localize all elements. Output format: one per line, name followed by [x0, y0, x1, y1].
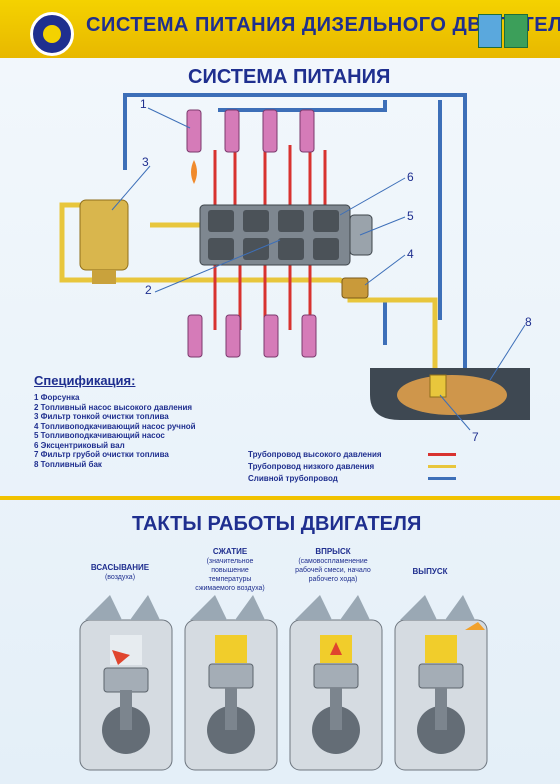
bottom-injectors	[187, 314, 317, 358]
book-cover-icon	[478, 14, 502, 48]
piston	[103, 667, 149, 693]
fuel-system-diagram: 1 2 3 4 5 6 7 8	[59, 93, 532, 444]
spec-item: 5 Топливоподкачивающий насос	[34, 431, 165, 440]
coarse-filter	[429, 374, 447, 398]
fuel-level	[397, 375, 507, 415]
top-injectors	[186, 109, 315, 153]
legend-swatch-low	[428, 464, 456, 468]
callout-8: 8	[525, 315, 532, 329]
stroke-note-intake: (воздуха)	[104, 574, 136, 581]
crankshaft	[417, 706, 465, 754]
fine-filter	[79, 199, 129, 271]
cylinder-injection	[289, 595, 383, 771]
header-bar: СИСТЕМА ПИТАНИЯ ДИЗЕЛЬНОГО ДВИГАТЕЛЯ	[0, 0, 560, 58]
callout-5: 5	[407, 209, 414, 223]
stroke-note-injection: (самовоспламенение рабочей смеси, начало…	[295, 558, 371, 583]
legend-row: Трубопровод низкого давления	[248, 460, 456, 472]
system-title: СИСТЕМА ПИТАНИЯ	[188, 66, 391, 88]
page-title: СИСТЕМА ПИТАНИЯ ДИЗЕЛЬНОГО ДВИГАТЕЛЯ	[86, 14, 560, 36]
crankshaft	[312, 706, 360, 754]
callout-2: 2	[145, 283, 152, 297]
feed-pump	[341, 277, 369, 299]
injector-icon	[224, 109, 240, 153]
spec-item: 4 Топливоподкачивающий насос ручной	[34, 421, 196, 431]
callout-numbers: 1 2 3 4 5 6 7 8	[140, 97, 532, 444]
stroke-label-intake: ВСАСЫВАНИЕ	[90, 563, 150, 572]
injector-icon	[225, 314, 241, 358]
callout-1: 1	[140, 97, 147, 111]
injector-icon	[262, 109, 278, 153]
spec-item: 7 Фильтр грубой очистки топлива	[34, 450, 169, 459]
callout-4: 4	[407, 247, 414, 261]
spec-item: 1 Форсунка	[34, 393, 80, 402]
spec-list: 1 Форсунка 2 Топливный насос высокого да…	[34, 393, 196, 469]
legend-row: Трубопровод высокого давления	[248, 448, 456, 460]
logo-emblem	[43, 25, 61, 43]
spec-title: Спецификация:	[34, 373, 136, 388]
strokes-title: ТАКТЫ РАБОТЫ ДВИГАТЕЛЯ	[132, 513, 422, 535]
legend-label: Трубопровод высокого давления	[248, 449, 382, 459]
divider	[0, 496, 560, 500]
arrow-icon	[465, 622, 485, 630]
piston	[208, 663, 254, 689]
piston	[418, 663, 464, 689]
callout-lines	[111, 107, 526, 431]
injector-icon	[301, 314, 317, 358]
legend-label: Сливной трубопровод	[248, 473, 338, 483]
legend-swatch-drain	[428, 476, 456, 480]
legend-row: Сливной трубопровод	[248, 472, 456, 484]
piston	[313, 663, 359, 689]
cylinder-exhaust	[394, 595, 488, 771]
book-cover-icon	[504, 14, 528, 48]
logo	[30, 12, 74, 56]
stroke-label-injection: ВПРЫСК	[315, 547, 351, 556]
legend: Трубопровод высокого давления Трубопрово…	[248, 448, 456, 484]
injector-icon	[299, 109, 315, 153]
cylinder-compression	[184, 595, 278, 771]
crankshaft	[102, 706, 150, 754]
stroke-label-exhaust: ВЫПУСК	[412, 567, 448, 576]
cylinder-intake	[79, 595, 173, 771]
legend-label: Трубопровод низкого давления	[248, 461, 375, 471]
injector-icon	[263, 314, 279, 358]
flame-icon	[330, 642, 342, 655]
fine-filter-base	[92, 270, 116, 284]
arrow-icon	[112, 650, 130, 665]
spec-item: 2 Топливный насос высокого давления	[34, 402, 193, 412]
stroke-note-compression: (значительное повышение температуры сжим…	[195, 558, 265, 592]
callout-3: 3	[142, 155, 149, 169]
injector-icon	[187, 314, 203, 358]
legend-swatch-high	[428, 452, 456, 456]
callout-6: 6	[407, 170, 414, 184]
spec-item: 6 Эксцентриковый вал	[34, 440, 125, 450]
flame-icon	[191, 160, 197, 184]
spec-item: 8 Топливный бак	[34, 459, 102, 469]
spec-item: 3 Фильтр тонкой очистки топлива	[34, 412, 169, 421]
pump-sections	[208, 210, 339, 260]
injector-icon	[186, 109, 202, 153]
stroke-label-compression: СЖАТИЕ	[212, 547, 248, 556]
callout-7: 7	[472, 430, 479, 444]
crankshaft	[207, 706, 255, 754]
